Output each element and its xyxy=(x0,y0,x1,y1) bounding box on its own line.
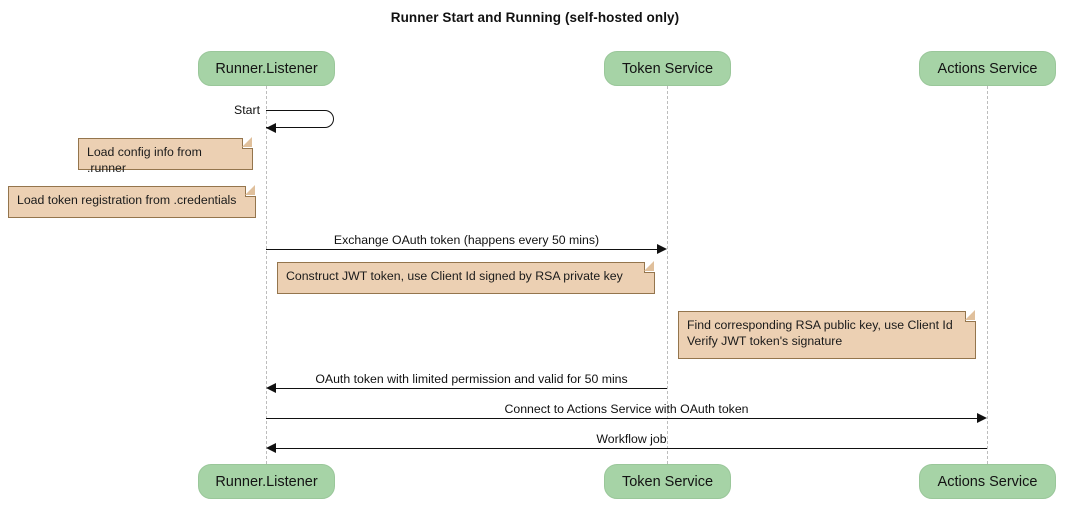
participant-label: Runner.Listener xyxy=(215,473,318,490)
participant-label: Runner.Listener xyxy=(215,60,318,77)
arrowhead-workflow-job xyxy=(266,443,276,453)
message-label-exchange-oauth-token: Exchange OAuth token (happens every 50 m… xyxy=(333,233,600,247)
message-label-start: Start xyxy=(234,103,260,117)
note-load-token-registration: Load token registration from .credential… xyxy=(8,185,256,218)
participant-actions-service-bottom[interactable]: Actions Service xyxy=(919,464,1056,499)
note-verify-jwt-signature: Find corresponding RSA public key, use C… xyxy=(678,310,976,359)
lifeline-runner xyxy=(266,86,267,464)
message-label-connect-actions-service: Connect to Actions Service with OAuth to… xyxy=(504,402,749,416)
arrowhead-oauth-token-returned xyxy=(266,383,276,393)
arrowhead-connect-actions-service xyxy=(977,413,987,423)
note-text: Construct JWT token, use Client Id signe… xyxy=(286,269,623,283)
participant-label: Actions Service xyxy=(937,473,1038,490)
participant-token-service-bottom[interactable]: Token Service xyxy=(604,464,731,499)
self-message-loop-start xyxy=(266,110,334,128)
note-fold-corner-icon xyxy=(242,137,253,149)
participant-label: Actions Service xyxy=(937,60,1038,77)
note-text: Load config info from .runner xyxy=(87,145,202,175)
note-fold-corner-icon xyxy=(245,185,256,197)
arrowhead-start xyxy=(266,123,276,133)
note-fold-corner-icon xyxy=(644,261,655,273)
note-fold-corner-icon xyxy=(965,310,976,322)
note-construct-jwt-token: Construct JWT token, use Client Id signe… xyxy=(277,261,655,294)
note-load-config-info: Load config info from .runner xyxy=(78,137,253,175)
message-label-workflow-job: Workflow job xyxy=(596,432,667,446)
arrowhead-exchange-oauth-token xyxy=(657,244,667,254)
participant-label: Token Service xyxy=(621,473,714,490)
participant-token-service-top[interactable]: Token Service xyxy=(604,51,731,86)
message-line-connect-actions-service xyxy=(266,418,977,419)
message-line-oauth-token-returned xyxy=(276,388,667,389)
page-title: Runner Start and Running (self-hosted on… xyxy=(390,10,680,25)
participant-actions-service-top[interactable]: Actions Service xyxy=(919,51,1056,86)
message-label-oauth-token-returned: OAuth token with limited permission and … xyxy=(315,372,628,386)
message-line-workflow-job xyxy=(276,448,987,449)
lifeline-token xyxy=(667,86,668,464)
lifeline-actions xyxy=(987,86,988,464)
participant-runner-listener-bottom[interactable]: Runner.Listener xyxy=(198,464,335,499)
message-line-exchange-oauth-token xyxy=(266,249,657,250)
participant-runner-listener-top[interactable]: Runner.Listener xyxy=(198,51,335,86)
note-text: Load token registration from .credential… xyxy=(17,193,237,207)
participant-label: Token Service xyxy=(621,60,714,77)
note-text: Find corresponding RSA public key, use C… xyxy=(687,318,953,348)
